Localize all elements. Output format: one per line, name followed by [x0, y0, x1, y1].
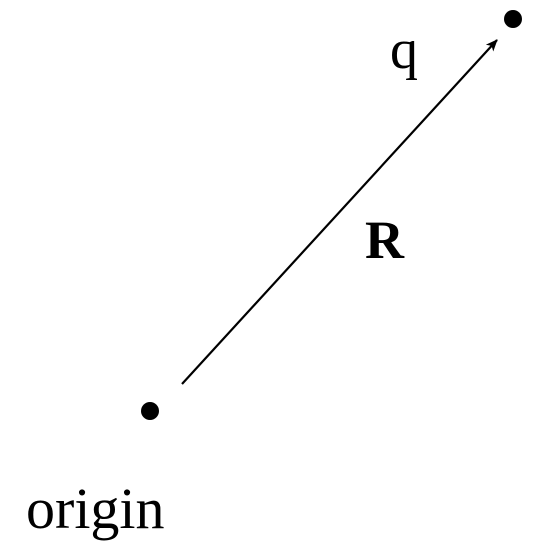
origin-label: origin	[26, 476, 165, 541]
vector-label: R	[365, 210, 405, 270]
charge-label: q	[390, 19, 418, 81]
charge-point-q	[504, 10, 522, 28]
origin-point	[141, 402, 159, 420]
vector-r-arrow	[181, 39, 498, 385]
